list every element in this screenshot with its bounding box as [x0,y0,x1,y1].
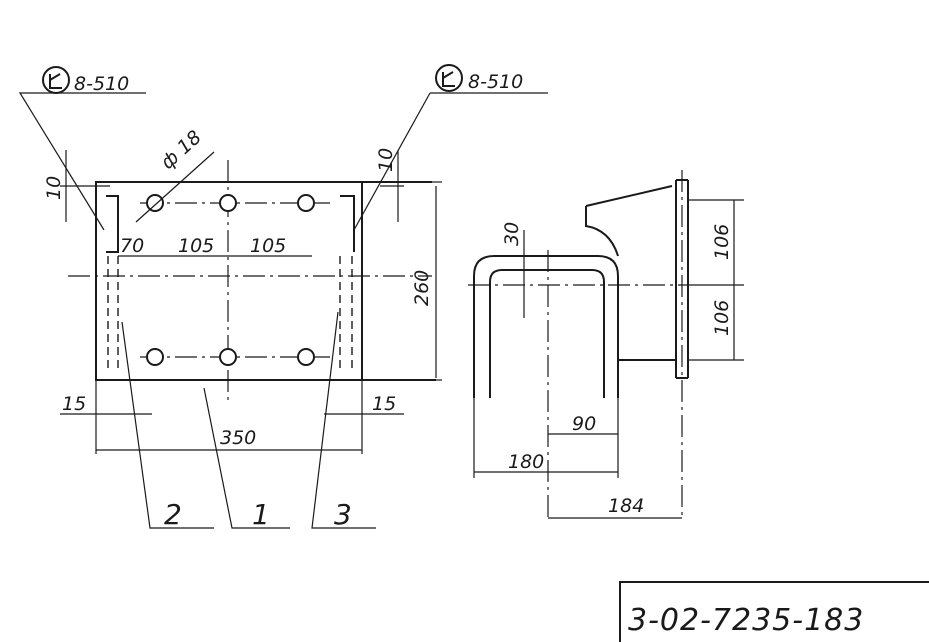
hole-bottom-left [146,348,164,366]
hole-bottom-right [297,348,315,366]
hole-top-left [146,194,164,212]
weld-note-left: 8-510 [74,73,129,95]
part-label-3: 3 [334,498,352,531]
dim-106-top: 106 [711,224,733,260]
dim-15-left: 15 [62,393,86,415]
dim-90: 90 [572,413,596,435]
dim-30: 30 [501,222,523,246]
part-label-1: 1 [252,498,270,531]
dim-105-first: 105 [178,235,214,257]
dim-180: 180 [508,451,544,473]
hole-top-right [297,194,315,212]
front-view [18,92,548,529]
weld-note-right: 8-510 [468,71,523,93]
side-view [468,170,744,520]
dim-10-right: 10 [375,148,397,172]
dim-10-left: 10 [43,176,65,200]
hole-bottom-center [219,348,237,366]
drawing-number: 3-02-7235-183 [628,603,864,638]
dim-15-right: 15 [372,393,396,415]
weld-symbol-left [42,66,70,94]
dim-184: 184 [608,495,644,517]
weld-symbol-right [435,64,463,92]
dim-70: 70 [120,235,144,257]
hole-top-center [219,194,237,212]
dim-350: 350 [220,427,256,449]
dim-106-bottom: 106 [711,300,733,336]
dim-105-second: 105 [250,235,286,257]
part-label-2: 2 [164,498,182,531]
dim-260: 260 [411,270,433,306]
title-block: 3-02-7235-183 [619,581,929,642]
